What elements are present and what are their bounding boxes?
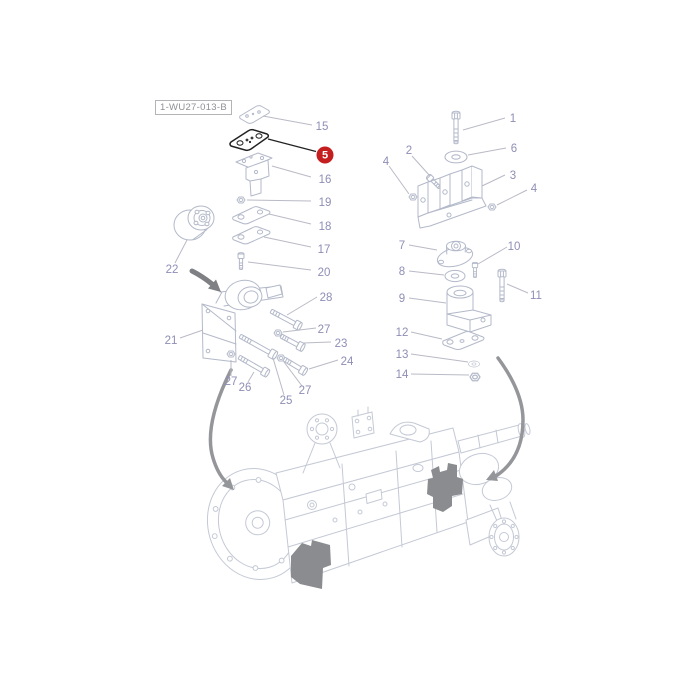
left-mount-assembly <box>173 105 309 379</box>
callout-10[interactable]: 10 <box>508 241 521 253</box>
part-bolt-20 <box>237 252 245 270</box>
part-bolt-10 <box>471 261 479 278</box>
callout-3[interactable]: 3 <box>510 170 516 182</box>
part-plate-17 <box>232 226 271 245</box>
callout-22[interactable]: 22 <box>166 264 179 276</box>
highlighted-part-badge[interactable]: 5 <box>316 146 334 164</box>
input-flange <box>302 413 341 474</box>
callout-4-left[interactable]: 4 <box>383 156 390 168</box>
front-mount-location-highlight <box>291 540 331 589</box>
rear-mount-location-highlight <box>427 463 463 512</box>
part-nut-27-c <box>226 350 236 358</box>
part-nut-14 <box>469 372 481 382</box>
part-bushing-22 <box>173 205 215 241</box>
top-bracket <box>351 406 375 439</box>
part-plate-12 <box>442 331 485 350</box>
right-location-arrow <box>494 356 525 478</box>
callout-14[interactable]: 14 <box>396 369 409 381</box>
part-bolt-24 <box>281 354 309 377</box>
part-bracket-3 <box>417 165 487 229</box>
callout-26[interactable]: 26 <box>239 382 252 394</box>
callout-11[interactable]: 11 <box>530 290 542 302</box>
leader-lines <box>174 115 529 396</box>
callout-24[interactable]: 24 <box>341 356 354 368</box>
right-mount-assembly <box>408 110 507 382</box>
callout-8[interactable]: 8 <box>399 266 405 278</box>
callout-25[interactable]: 25 <box>280 395 293 407</box>
bushing-insert-arrow <box>189 268 215 287</box>
highlight-badge-number[interactable]: 5 <box>322 150 328 162</box>
left-location-arrow-head <box>222 478 234 490</box>
callout-23[interactable]: 23 <box>335 338 348 350</box>
part-bracket-roller-21 <box>201 279 284 363</box>
part-rubber-mount-9 <box>446 285 492 333</box>
callout-6[interactable]: 6 <box>511 143 517 155</box>
part-bolt-28 <box>268 306 304 332</box>
part-cover-plate-15 <box>239 105 270 124</box>
left-location-arrow <box>208 368 233 484</box>
callout-12[interactable]: 12 <box>396 327 409 339</box>
callout-9[interactable]: 9 <box>399 293 405 305</box>
part-nut-4-left <box>408 193 418 201</box>
bushing-insert-arrow-head <box>208 279 221 292</box>
callout-28[interactable]: 28 <box>320 292 333 304</box>
part-bracket-16 <box>235 152 273 197</box>
callout-15[interactable]: 15 <box>316 121 329 133</box>
right-location-arrow-head <box>486 470 498 481</box>
callout-7[interactable]: 7 <box>399 240 405 252</box>
reference-label: 1-WU27-013-B <box>155 100 232 115</box>
callout-19[interactable]: 19 <box>319 197 332 209</box>
part-bolt-23 <box>278 331 307 353</box>
part-nut-19 <box>236 196 246 204</box>
highlight-badge-circle[interactable] <box>316 146 334 164</box>
transmission-assembly-drawing <box>206 406 531 589</box>
part-washer-6 <box>444 150 468 164</box>
part-plate-18 <box>232 206 271 225</box>
callout-1[interactable]: 1 <box>510 113 516 125</box>
part-washer-13 <box>468 360 480 368</box>
leader-highlighted-5 <box>267 138 317 153</box>
callout-27-b[interactable]: 27 <box>299 385 312 397</box>
part-bolt-26 <box>236 352 272 379</box>
callout-27-c[interactable]: 27 <box>225 376 238 388</box>
callout-2[interactable]: 2 <box>406 145 412 157</box>
top-housing <box>389 421 430 443</box>
part-bolt-1 <box>451 110 461 145</box>
callout-21[interactable]: 21 <box>165 335 178 347</box>
callout-4-right[interactable]: 4 <box>531 183 538 195</box>
part-nut-4-right <box>487 203 497 211</box>
callout-20[interactable]: 20 <box>318 267 331 279</box>
part-bolt-11 <box>497 268 507 303</box>
part-mount-7 <box>436 240 474 268</box>
callout-16[interactable]: 16 <box>319 174 332 186</box>
flow-arrows <box>189 268 525 490</box>
callout-13[interactable]: 13 <box>396 349 409 361</box>
part-nut-27-a <box>273 329 283 337</box>
callout-27-a[interactable]: 27 <box>318 324 331 336</box>
callout-18[interactable]: 18 <box>319 221 332 233</box>
part-plate-5-highlighted <box>229 128 270 152</box>
part-washer-8 <box>444 269 466 283</box>
part-bolt-25 <box>237 331 280 361</box>
callout-17[interactable]: 17 <box>318 244 331 256</box>
callout-labels: 15 16 19 18 17 20 22 21 28 27 23 24 27 2… <box>165 113 542 407</box>
